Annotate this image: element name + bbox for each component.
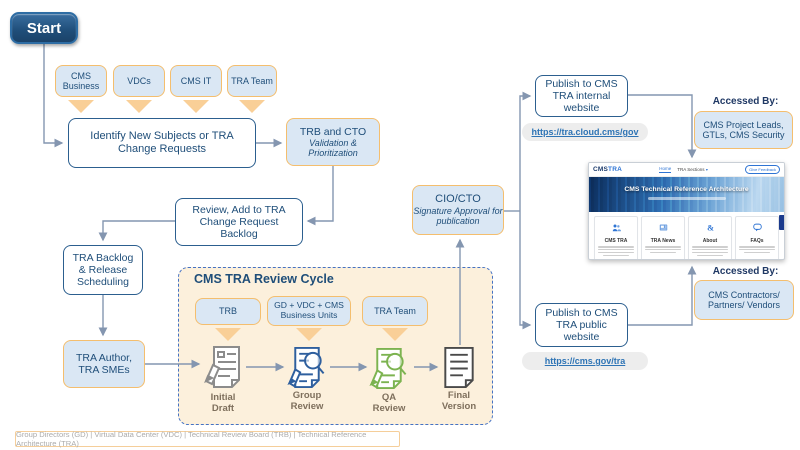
site-side-feedback-tab[interactable] — [779, 215, 784, 230]
publish-internal-node: Publish to CMS TRA internal website — [535, 75, 628, 117]
accessed-by-internal-node: CMS Project Leads, GTLs, CMS Security — [694, 111, 793, 149]
site-card-faqs: FAQs Get Answers — [735, 216, 779, 259]
site-nav-tra-sections-label: TRA Sections — [677, 167, 705, 172]
publish-internal-label: Publish to CMS TRA internal website — [545, 77, 618, 115]
down-triangle-icon — [183, 100, 209, 113]
site-card-about: & About Learn more — [688, 216, 732, 259]
actor-label: TRA Team — [374, 305, 416, 316]
down-triangle-icon — [239, 100, 265, 113]
review-cycle-title: CMS TRA Review Cycle — [194, 272, 334, 286]
publish-public-label: Publish to CMS TRA public website — [545, 306, 618, 344]
svg-text:&: & — [707, 224, 714, 233]
acronym-legend: Group Directors (GD) | Virtual Data Cent… — [15, 430, 400, 448]
site-card-cms-tra: CMS TRA CMS TRA — [594, 216, 638, 259]
speech-bubble-icon — [752, 223, 762, 232]
actor-label: GD + VDC + CMS Business Units — [274, 300, 344, 320]
newspaper-icon — [659, 224, 667, 231]
start-node: Start — [10, 12, 78, 44]
cms-tra-website-screenshot: CMSTRA Home TRA Sections ▾ Give Feedback… — [588, 162, 785, 260]
down-triangle-icon — [215, 328, 241, 341]
site-hero-subtitle-bar — [647, 197, 726, 200]
site-card-title: TRA News — [650, 238, 676, 244]
actor-label: TRB — [219, 306, 237, 317]
stage-label-group-review: Group Review — [290, 390, 324, 413]
accessed-by-public-label: CMS Contractors/ Partners/ Vendors — [707, 289, 781, 310]
backlog-label: TRA Backlog & Release Scheduling — [72, 251, 134, 289]
identify-label: Identify New Subjects or TRA Change Requ… — [90, 130, 234, 155]
trb-cto-title: TRB and CTO — [299, 125, 367, 138]
source-tra-team: TRA Team — [227, 65, 277, 97]
down-triangle-icon — [296, 328, 322, 341]
review-add-label: Review, Add to TRA Change Request Backlo… — [192, 203, 286, 241]
accessed-by-public-heading: Accessed By: — [712, 266, 779, 277]
final-version-document-icon — [442, 346, 476, 389]
public-url-pill: https://cms.gov/tra — [522, 352, 648, 370]
source-cms-it: CMS IT — [170, 65, 222, 97]
site-hero-title: CMS Technical Reference Architecture — [624, 186, 749, 193]
cio-cto-node: CIO/CTO Signature Approval for publicati… — [412, 185, 504, 235]
site-nav-home[interactable]: Home — [659, 166, 672, 173]
trb-cto-node: TRB and CTO Validation & Prioritization — [286, 118, 380, 166]
site-card-title: About — [702, 238, 718, 244]
group-review-document-magnifier-icon — [287, 346, 327, 389]
cycle-actor-trb: TRB — [195, 298, 261, 325]
initial-draft-document-pencil-icon — [203, 345, 243, 389]
down-triangle-icon — [126, 100, 152, 113]
trb-cto-subtitle: Validation & Prioritization — [308, 137, 358, 159]
cio-cto-title: CIO/CTO — [435, 193, 481, 206]
publish-public-node: Publish to CMS TRA public website — [535, 303, 628, 347]
source-label: VDCs — [127, 75, 151, 86]
cycle-actor-gd-vdc-cms: GD + VDC + CMS Business Units — [267, 296, 351, 326]
site-logo: CMSTRA — [593, 166, 622, 173]
accessed-by-internal-label: CMS Project Leads, GTLs, CMS Security — [702, 119, 785, 140]
down-triangle-icon — [68, 100, 94, 113]
source-cms-business: CMS Business — [55, 65, 107, 97]
give-feedback-button[interactable]: Give Feedback — [745, 165, 780, 174]
stage-label-final-version: Final Version — [441, 390, 477, 413]
start-label: Start — [26, 19, 62, 37]
source-vdcs: VDCs — [113, 65, 165, 97]
chevron-down-icon: ▾ — [705, 167, 708, 172]
internal-url-link[interactable]: https://tra.cloud.cms/gov — [531, 127, 639, 137]
site-nav-tra-sections[interactable]: TRA Sections ▾ — [677, 167, 708, 172]
site-card-title: FAQs — [750, 238, 764, 244]
source-label: TRA Team — [231, 75, 273, 86]
review-add-node: Review, Add to TRA Change Request Backlo… — [175, 198, 303, 246]
identify-node: Identify New Subjects or TRA Change Requ… — [68, 118, 256, 168]
site-hero-banner: CMS Technical Reference Architecture — [589, 177, 784, 212]
backlog-node: TRA Backlog & Release Scheduling — [63, 245, 143, 295]
internal-url-pill: https://tra.cloud.cms/gov — [522, 123, 648, 141]
site-logo-tra: TRA — [608, 166, 623, 173]
author-label: TRA Author, TRA SMEs — [75, 351, 133, 376]
site-card-title: CMS TRA — [604, 238, 628, 244]
author-node: TRA Author, TRA SMEs — [63, 340, 145, 388]
accessed-by-public-node: CMS Contractors/ Partners/ Vendors — [694, 280, 794, 320]
accessed-by-internal-heading: Accessed By: — [712, 96, 779, 107]
cycle-actor-tra-team: TRA Team — [362, 296, 428, 326]
site-logo-cms: CMS — [593, 166, 609, 173]
ampersand-icon: & — [707, 224, 714, 233]
public-url-link[interactable]: https://cms.gov/tra — [544, 356, 626, 366]
site-card-tra-news: TRA News Learn more — [641, 216, 685, 259]
people-icon — [612, 224, 621, 232]
site-header: CMSTRA Home TRA Sections ▾ Give Feedback — [589, 163, 784, 177]
source-label: CMS IT — [180, 75, 212, 86]
source-label: CMS Business — [62, 70, 100, 91]
stage-label-initial-draft: Initial Draft — [210, 392, 236, 415]
cio-cto-subtitle: Signature Approval for publication — [413, 205, 503, 227]
qa-review-document-magnifier-icon — [369, 347, 409, 390]
down-triangle-icon — [382, 328, 408, 341]
stage-label-qa-review: QA Review — [372, 392, 406, 415]
